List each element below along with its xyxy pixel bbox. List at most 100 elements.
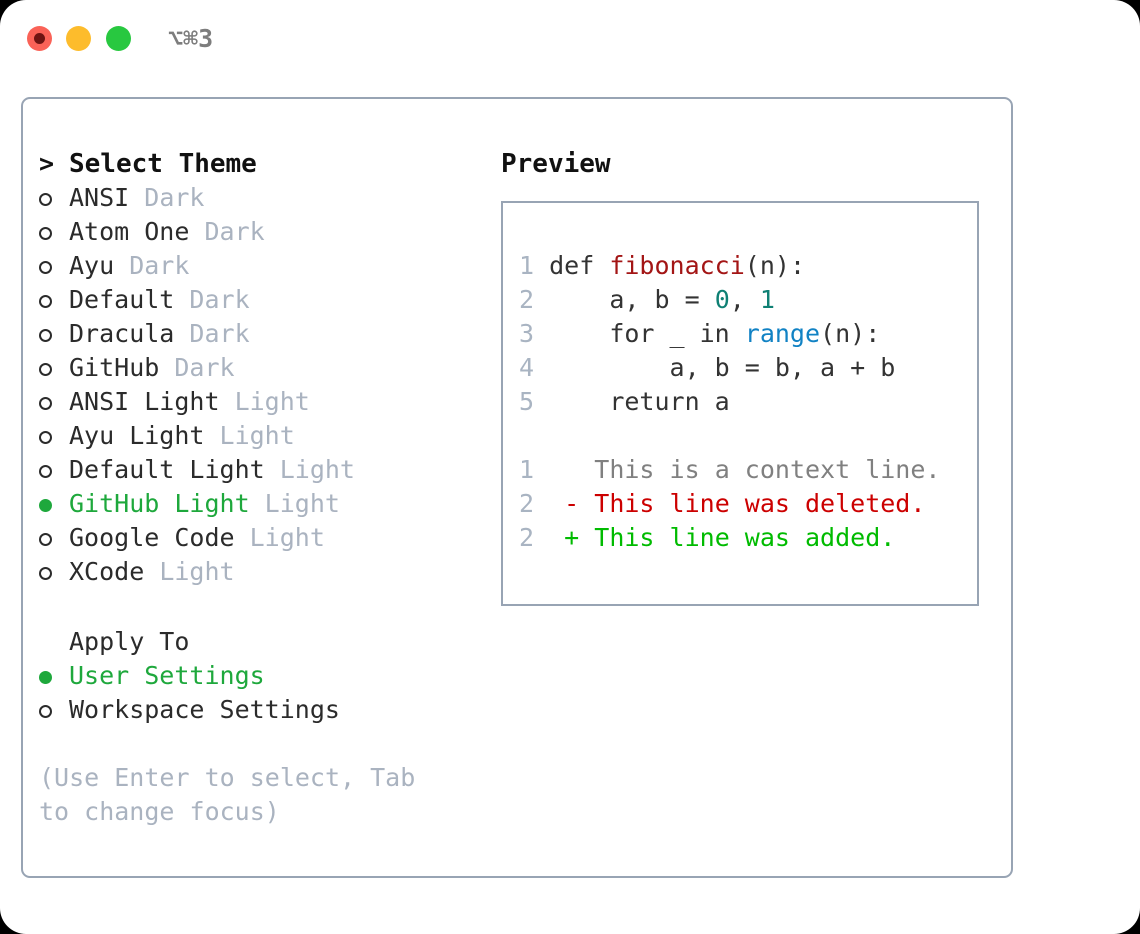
preview-panel: Preview 1 def fibonacci(n):2 a, b = 0, 1…	[501, 147, 1001, 606]
code-token: 1	[759, 285, 775, 314]
line-number: 1	[519, 455, 535, 484]
radio-unselected-icon[interactable]	[39, 183, 69, 217]
theme-name: Google Code	[69, 523, 235, 552]
diff-sign: +	[564, 523, 580, 552]
code-token: (n):	[744, 251, 806, 280]
code-token: range	[744, 319, 821, 348]
apply-to-option[interactable]: Workspace Settings	[39, 693, 469, 727]
radio-unselected-icon[interactable]	[39, 353, 69, 387]
close-window-button[interactable]	[27, 26, 52, 51]
theme-name: ANSI	[69, 183, 130, 212]
radio-selected-icon[interactable]	[39, 661, 69, 695]
radio-unselected-icon[interactable]	[39, 421, 69, 455]
theme-list-item[interactable]: Google Code Light	[39, 521, 469, 555]
diff-text: This line was deleted.	[594, 489, 926, 518]
radio-unselected-icon[interactable]	[39, 285, 69, 319]
diff-text: This line was added.	[594, 523, 896, 552]
theme-variant-badge: Dark	[129, 183, 205, 212]
line-number: 2	[519, 285, 535, 314]
theme-variant-badge: Light	[144, 557, 235, 586]
diff-line: 2 + This line was added.	[519, 521, 940, 555]
code-token: return a	[549, 387, 730, 416]
radio-unselected-icon[interactable]	[39, 455, 69, 489]
theme-list-item[interactable]: Atom One Dark	[39, 215, 469, 249]
theme-variant-badge: Dark	[189, 217, 265, 246]
theme-list-item[interactable]: Dracula Dark	[39, 317, 469, 351]
radio-unselected-icon[interactable]	[39, 319, 69, 353]
line-number: 2	[519, 523, 535, 552]
theme-variant-badge: Dark	[159, 353, 235, 382]
diff-text: This is a context line.	[594, 455, 941, 484]
radio-unselected-icon[interactable]	[39, 557, 69, 591]
theme-list-item[interactable]: XCode Light	[39, 555, 469, 589]
code-token: def	[549, 251, 610, 280]
theme-list-item[interactable]: ANSI Dark	[39, 181, 469, 215]
theme-list-item[interactable]: ANSI Light Light	[39, 385, 469, 419]
keyboard-hint-text: (Use Enter to select, Tab to change focu…	[39, 763, 416, 826]
radio-unselected-icon[interactable]	[39, 523, 69, 557]
code-line: 4 a, b = b, a + b	[519, 351, 940, 385]
theme-variant-badge: Light	[204, 421, 295, 450]
theme-name: Default Light	[69, 455, 265, 484]
preview-title: Preview	[501, 149, 611, 179]
code-line: 5 return a	[519, 385, 940, 419]
theme-name: GitHub	[69, 353, 160, 382]
code-token: ,	[729, 285, 760, 314]
line-number: 5	[519, 387, 535, 416]
radio-unselected-icon[interactable]	[39, 387, 69, 421]
radio-selected-icon[interactable]	[39, 489, 69, 523]
theme-variant-badge: Dark	[114, 251, 190, 280]
theme-name: GitHub Light	[69, 489, 250, 518]
radio-unselected-icon[interactable]	[39, 251, 69, 285]
diff-sign	[564, 455, 579, 484]
code-token: (n):	[820, 319, 881, 348]
prompt-marker-icon: >	[39, 149, 55, 178]
theme-name: XCode	[69, 557, 145, 586]
theme-list-item[interactable]: Default Dark	[39, 283, 469, 317]
title-bar: ⌥⌘3	[0, 0, 1140, 78]
theme-list-item[interactable]: Ayu Dark	[39, 249, 469, 283]
theme-variant-badge: Dark	[174, 319, 250, 348]
code-token: for _ in	[549, 319, 745, 348]
page-title: Select Theme	[69, 149, 257, 179]
theme-name: Atom One	[69, 217, 190, 246]
radio-unselected-icon[interactable]	[39, 217, 69, 251]
apply-to-option-label: Workspace Settings	[69, 695, 340, 724]
theme-list-item[interactable]: Ayu Light Light	[39, 419, 469, 453]
theme-variant-badge: Light	[234, 523, 325, 552]
diff-sign: -	[564, 489, 580, 518]
code-line: 3 for _ in range(n):	[519, 317, 940, 351]
theme-variant-badge: Light	[264, 455, 355, 484]
diff-line: 1 This is a context line.	[519, 453, 940, 487]
diff-line: 2 - This line was deleted.	[519, 487, 940, 521]
theme-list-item[interactable]: GitHub Light Light	[39, 487, 469, 521]
radio-unselected-icon[interactable]	[39, 695, 69, 729]
code-token: 0	[714, 285, 730, 314]
apply-to-option[interactable]: User Settings	[39, 659, 469, 693]
theme-variant-badge: Light	[249, 489, 340, 518]
code-token: a, b = b, a + b	[549, 353, 896, 382]
theme-name: Ayu	[69, 251, 115, 280]
theme-name: Dracula	[69, 319, 175, 348]
line-number: 2	[519, 489, 535, 518]
theme-variant-badge: Light	[219, 387, 310, 416]
theme-name: Ayu Light	[69, 421, 205, 450]
line-number: 1	[519, 251, 535, 280]
select-theme-heading-row: > Select Theme	[39, 147, 469, 181]
theme-list-item[interactable]: Default Light Light	[39, 453, 469, 487]
theme-name: ANSI Light	[69, 387, 220, 416]
theme-name: Default	[69, 285, 175, 314]
code-line: 1 def fibonacci(n):	[519, 249, 940, 283]
code-line: 2 a, b = 0, 1	[519, 283, 940, 317]
minimize-window-button[interactable]	[66, 26, 91, 51]
theme-list-item[interactable]: GitHub Dark	[39, 351, 469, 385]
code-token: a, b =	[549, 285, 715, 314]
maximize-window-button[interactable]	[106, 26, 131, 51]
